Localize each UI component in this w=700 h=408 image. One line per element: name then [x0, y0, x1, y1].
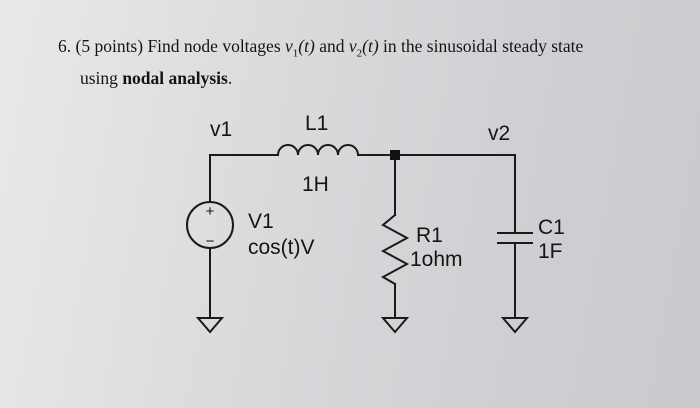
v1-symbol: v: [285, 36, 293, 56]
period: .: [227, 67, 233, 88]
node2-label: v2: [488, 122, 510, 145]
inductor-coil: [276, 144, 360, 157]
source-value: cos(t)V: [248, 236, 315, 259]
method-name: nodal analysis: [122, 67, 228, 88]
and-word: and: [319, 36, 345, 56]
node1-label: v1: [210, 118, 232, 141]
capacitor-value: 1F: [538, 240, 563, 263]
ground-left: [195, 317, 225, 334]
problem-statement: 6. (5 points) Find node voltages v1(t) a…: [58, 34, 678, 90]
resistor-value: 1ohm: [410, 248, 463, 271]
v1-arg: (t): [298, 36, 315, 56]
problem-points: (5 points): [75, 36, 144, 56]
node-marker: [390, 150, 400, 160]
resistor-zigzag: [380, 213, 410, 286]
ground-mid: [380, 317, 410, 334]
problem-text-a: Find node voltages: [147, 36, 281, 56]
v2-arg: (t): [362, 36, 379, 56]
source-minus-sign: −: [206, 233, 215, 250]
v2-subscript: 2: [356, 47, 363, 60]
problem-number: 6.: [58, 36, 72, 56]
source-plus-sign: +: [206, 203, 215, 220]
v2-symbol: v: [348, 36, 357, 56]
capacitor-name: C1: [538, 216, 565, 239]
inductor-value: 1H: [302, 173, 329, 196]
source-name: V1: [248, 210, 274, 233]
resistor-name: R1: [416, 224, 443, 247]
v1-subscript: 1: [292, 47, 299, 60]
problem-text-c: using: [80, 67, 118, 88]
problem-line-2: using nodal analysis.: [58, 66, 678, 90]
problem-text-b: in the sinusoidal steady state: [383, 36, 584, 56]
ground-right: [500, 317, 530, 334]
inductor-name: L1: [305, 112, 328, 135]
